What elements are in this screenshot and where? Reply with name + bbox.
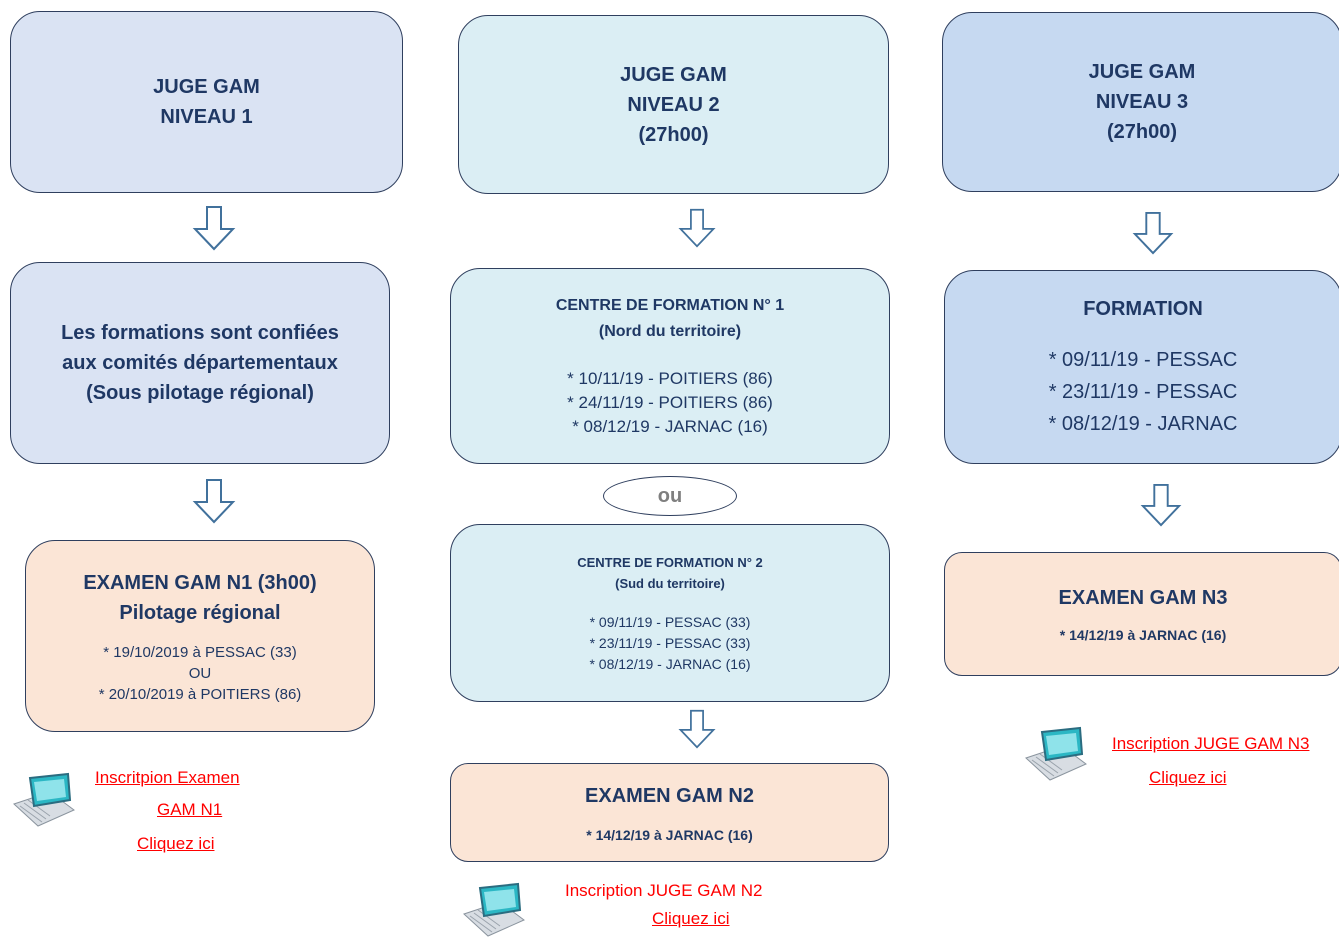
formation-n1-box: Les formations sont confiées aux comités… (10, 262, 390, 464)
formation-line: (Sous pilotage régional) (86, 382, 314, 404)
title-line: (27h00) (1106, 121, 1178, 143)
inscription-n2-cliquez-ici[interactable]: Cliquez ici (652, 909, 730, 928)
down-arrow-icon (678, 709, 716, 749)
formation-line: aux comités départementaux (62, 352, 338, 374)
inscription-n1-link-line1[interactable]: Inscritpion Examen (95, 768, 240, 787)
inscription-n3-link[interactable]: Inscription JUGE GAM N3 (1112, 734, 1310, 753)
inscription-n3-cliquez-ici[interactable]: Cliquez ici (1149, 768, 1227, 787)
centre-date: * 09/11/19 - PESSAC (33) (589, 613, 751, 630)
title-line: NIVEAU 2 (627, 93, 720, 116)
down-arrow-icon (192, 206, 236, 251)
title-line: JUGE GAM (153, 76, 260, 98)
down-arrow-icon (1132, 211, 1174, 255)
form-computer-icon (13, 772, 75, 827)
title-line: (27h00) (638, 123, 709, 146)
centre-date: * 08/12/19 - JARNAC (16) (589, 655, 751, 672)
form-computer-icon (1025, 726, 1087, 781)
exam-date: * 20/10/2019 à POITIERS (86) (98, 685, 302, 703)
down-arrow-icon (678, 208, 716, 248)
formation-line: Les formations sont confiées (61, 322, 339, 344)
formation-date: * 08/12/19 - JARNAC (1048, 413, 1238, 435)
exam-date: * 19/10/2019 à PESSAC (33) (103, 643, 297, 661)
centre-title: CENTRE DE FORMATION N° 2 (577, 554, 763, 570)
exam-n2-box: EXAMEN GAM N2 * 14/12/19 à JARNAC (16) (450, 763, 889, 862)
centre-title: CENTRE DE FORMATION N° 1 (555, 297, 785, 314)
title-line: JUGE GAM (1088, 61, 1196, 83)
title-line: JUGE GAM (620, 63, 727, 86)
centre-subtitle: (Sud du territoire) (615, 575, 725, 591)
exam-date: * 14/12/19 à JARNAC (16) (586, 826, 753, 843)
formation-date: * 23/11/19 - PESSAC (1048, 381, 1238, 403)
juge-gam-n1-box: JUGE GAM NIVEAU 1 (10, 11, 403, 193)
down-arrow-icon (192, 479, 236, 524)
exam-date: * 14/12/19 à JARNAC (16) (1059, 627, 1227, 643)
or-ellipse: ou (603, 476, 737, 516)
down-arrow-icon (1140, 483, 1182, 527)
centre-formation-1-box: CENTRE DE FORMATION N° 1 (Nord du territ… (450, 268, 890, 464)
formation-n3-box: FORMATION * 09/11/19 - PESSAC * 23/11/19… (944, 270, 1339, 464)
inscription-n1-link-line2[interactable]: GAM N1 (157, 800, 223, 819)
exam-title: EXAMEN GAM N1 (3h00) (83, 571, 317, 594)
exam-or: OU (188, 664, 212, 682)
centre-date: * 23/11/19 - PESSAC (33) (589, 634, 751, 651)
form-computer-icon (463, 882, 525, 937)
inscription-n1-cliquez-ici[interactable]: Cliquez ici (137, 834, 215, 853)
title-line: NIVEAU 3 (1095, 91, 1189, 113)
centre-formation-2-box: CENTRE DE FORMATION N° 2 (Sud du territo… (450, 524, 890, 702)
inscription-n2-link[interactable]: Inscription JUGE GAM N2 (565, 881, 763, 900)
title-line: NIVEAU 1 (160, 106, 253, 128)
centre-date: * 10/11/19 - POITIERS (86) (567, 369, 773, 388)
exam-n3-box: EXAMEN GAM N3 * 14/12/19 à JARNAC (16) (944, 552, 1339, 676)
centre-subtitle: (Nord du territoire) (598, 323, 742, 340)
juge-gam-n3-box: JUGE GAM NIVEAU 3 (27h00) (942, 12, 1339, 192)
exam-subtitle: Pilotage régional (119, 601, 281, 624)
centre-date: * 24/11/19 - POITIERS (86) (567, 393, 773, 412)
exam-title: EXAMEN GAM N2 (585, 784, 754, 807)
juge-gam-n2-box: JUGE GAM NIVEAU 2 (27h00) (458, 15, 889, 194)
exam-n1-box: EXAMEN GAM N1 (3h00) Pilotage régional *… (25, 540, 375, 732)
formation-date: * 09/11/19 - PESSAC (1048, 349, 1238, 371)
centre-date: * 08/12/19 - JARNAC (16) (572, 417, 768, 436)
exam-title: EXAMEN GAM N3 (1058, 587, 1228, 609)
formation-title: FORMATION (1083, 298, 1203, 320)
